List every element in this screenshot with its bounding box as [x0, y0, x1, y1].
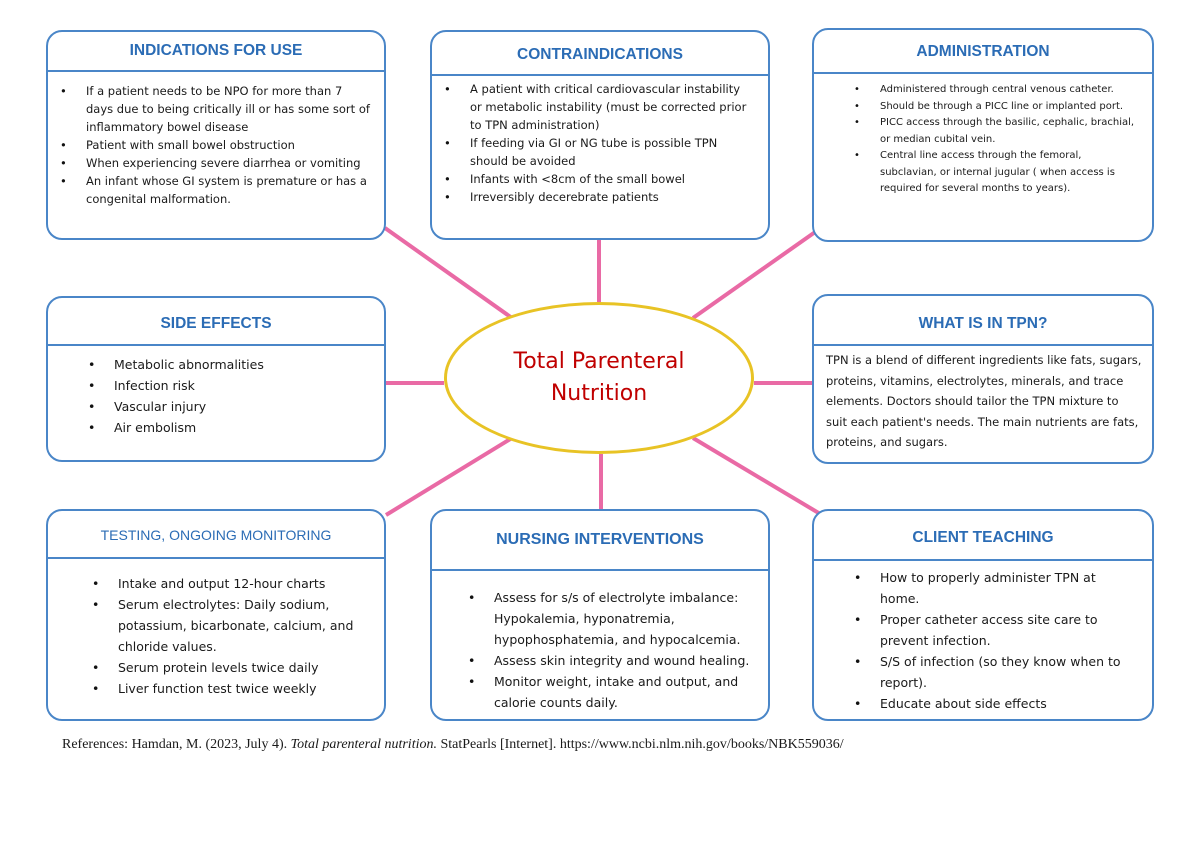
- list-item: Infants with <8cm of the small bowel: [444, 170, 752, 188]
- list-item: Administered through central venous cath…: [854, 82, 1138, 99]
- client-teaching-box: CLIENT TEACHING How to properly administ…: [812, 509, 1154, 721]
- contraindications-list: A patient with critical cardiovascular i…: [432, 76, 768, 206]
- client-teaching-title: CLIENT TEACHING: [814, 511, 1152, 561]
- list-item: When experiencing severe diarrhea or vom…: [60, 154, 370, 172]
- nursing-box: NURSING INTERVENTIONS Assess for s/s of …: [430, 509, 770, 721]
- administration-box: ADMINISTRATION Administered through cent…: [812, 28, 1154, 242]
- testing-list: Intake and output 12-hour charts Serum e…: [48, 559, 384, 699]
- connector-client-teaching: [691, 436, 824, 517]
- list-item: A patient with critical cardiovascular i…: [444, 80, 752, 134]
- client-teaching-list: How to properly administer TPN at home. …: [814, 561, 1152, 714]
- side-effects-list: Metabolic abnormalities Infection risk V…: [48, 346, 384, 438]
- nursing-title: NURSING INTERVENTIONS: [432, 511, 768, 571]
- list-item: An infant whose GI system is premature o…: [60, 172, 370, 208]
- list-item: Assess skin integrity and wound healing.: [468, 650, 754, 671]
- list-item: Infection risk: [88, 375, 384, 396]
- center-title: Total Parenteral Nutrition: [513, 349, 685, 406]
- list-item: Intake and output 12-hour charts: [92, 573, 364, 594]
- list-item: Air embolism: [88, 417, 384, 438]
- list-item: Monitor weight, intake and output, and c…: [468, 671, 754, 713]
- list-item: S/S of infection (so they know when to r…: [854, 651, 1122, 693]
- list-item: Serum electrolytes: Daily sodium, potass…: [92, 594, 364, 657]
- list-item: Should be through a PICC line or implant…: [854, 99, 1138, 116]
- list-item: If feeding via GI or NG tube is possible…: [444, 134, 752, 170]
- list-item: If a patient needs to be NPO for more th…: [60, 82, 370, 136]
- indications-title: INDICATIONS FOR USE: [48, 32, 384, 72]
- side-effects-title: SIDE EFFECTS: [48, 298, 384, 346]
- connector-testing: [384, 436, 514, 517]
- list-item: Metabolic abnormalities: [88, 354, 384, 375]
- list-item: Central line access through the femoral,…: [854, 148, 1138, 198]
- references-prefix: References: Hamdan, M. (2023, July 4).: [62, 737, 291, 752]
- what-is-in-tpn-box: WHAT IS IN TPN? TPN is a blend of differ…: [812, 294, 1154, 464]
- references: References: Hamdan, M. (2023, July 4). T…: [62, 737, 1162, 753]
- nursing-list: Assess for s/s of electrolyte imbalance:…: [432, 571, 768, 713]
- indications-box: INDICATIONS FOR USE If a patient needs t…: [46, 30, 386, 240]
- list-item: PICC access through the basilic, cephali…: [854, 115, 1138, 148]
- list-item: Educate about side effects: [854, 693, 1122, 714]
- list-item: How to properly administer TPN at home.: [854, 567, 1122, 609]
- testing-box: TESTING, ONGOING MONITORING Intake and o…: [46, 509, 386, 721]
- list-item: Irreversibly decerebrate patients: [444, 188, 752, 206]
- list-item: Serum protein levels twice daily: [92, 657, 364, 678]
- list-item: Assess for s/s of electrolyte imbalance:…: [468, 587, 754, 650]
- references-title: Total parenteral nutrition.: [290, 737, 437, 752]
- references-suffix: StatPearls [Internet]. https://www.ncbi.…: [436, 737, 844, 752]
- list-item: Proper catheter access site care to prev…: [854, 609, 1122, 651]
- list-item: Vascular injury: [88, 396, 384, 417]
- administration-title: ADMINISTRATION: [814, 30, 1152, 74]
- list-item: Liver function test twice weekly: [92, 678, 364, 699]
- connector-indications: [383, 226, 514, 320]
- connector-administration: [691, 228, 820, 320]
- contraindications-box: CONTRAINDICATIONS A patient with critica…: [430, 30, 770, 240]
- indications-list: If a patient needs to be NPO for more th…: [48, 72, 384, 208]
- side-effects-box: SIDE EFFECTS Metabolic abnormalities Inf…: [46, 296, 386, 462]
- list-item: Patient with small bowel obstruction: [60, 136, 370, 154]
- administration-list: Administered through central venous cath…: [814, 74, 1152, 198]
- what-is-in-tpn-text: TPN is a blend of different ingredients …: [826, 353, 1142, 449]
- testing-title: TESTING, ONGOING MONITORING: [48, 511, 384, 559]
- contraindications-title: CONTRAINDICATIONS: [432, 32, 768, 76]
- what-is-in-tpn-title: WHAT IS IN TPN?: [814, 296, 1152, 346]
- center-topic: Total Parenteral Nutrition: [444, 302, 754, 454]
